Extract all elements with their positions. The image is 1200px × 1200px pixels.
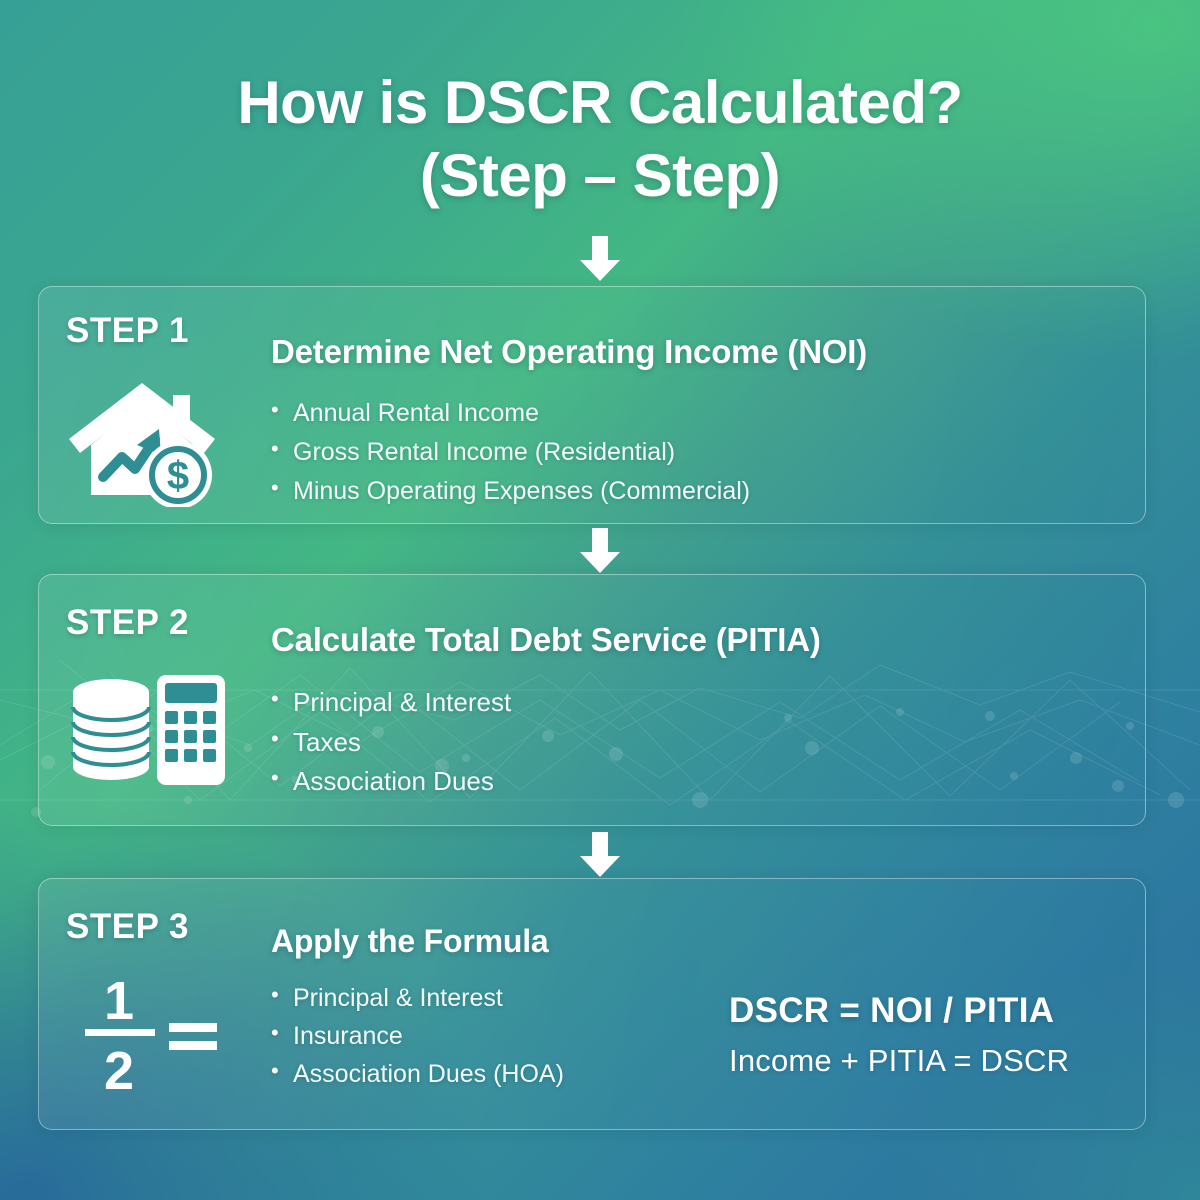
list-item: Insurance (271, 1016, 564, 1055)
step-label-1: STEP 1 (66, 311, 189, 350)
arrow-down-icon-step2-to-step3 (578, 832, 622, 878)
title-line-2: (Step – Step) (419, 142, 781, 210)
list-item: Principal & Interest (271, 682, 511, 723)
fraction-denominator: 2 (104, 1041, 134, 1097)
arrow-down-icon-title-to-step1 (578, 236, 622, 282)
step-heading-1: Determine Net Operating Income (NOI) (271, 333, 868, 370)
step-heading-2: Calculate Total Debt Service (PITIA) (271, 621, 821, 658)
step-heading-3: Apply the Formula (271, 923, 549, 959)
coins-calculator-icon (69, 669, 229, 791)
step-bullets-2: Principal & Interest Taxes Association D… (271, 682, 511, 802)
list-item: Minus Operating Expenses (Commercial) (271, 471, 750, 511)
step-card-3: STEP 3 1 2 Apply the Formula Principal &… (38, 878, 1146, 1130)
step-card-2: STEP 2 (38, 574, 1146, 826)
step-bullets-1: Annual Rental Income Gross Rental Income… (271, 393, 750, 511)
formula-block: DSCR = NOI / PITIA Income + PITIA = DSCR (729, 991, 1129, 1079)
page-title: How is DSCR Calculated? (Step – Step) (0, 66, 1200, 212)
list-item: Association Dues (271, 761, 511, 802)
fraction-equals-icon: 1 2 (81, 971, 221, 1101)
list-item: Principal & Interest (271, 978, 564, 1017)
house-growth-dollar-icon: $ (67, 377, 217, 509)
list-item: Taxes (271, 722, 511, 763)
list-item: Association Dues (HOA) (271, 1054, 564, 1093)
title-line-1: How is DSCR Calculated? (237, 69, 963, 136)
list-item: Annual Rental Income (271, 393, 750, 433)
formula-primary: DSCR = NOI / PITIA (729, 991, 1055, 1030)
step-label-3: STEP 3 (66, 907, 189, 946)
formula-secondary: Income + PITIA = DSCR (729, 1043, 1070, 1078)
fraction-numerator: 1 (104, 971, 134, 1031)
list-item: Gross Rental Income (Residential) (271, 432, 750, 472)
arrow-down-icon-step1-to-step2 (578, 528, 622, 574)
step-label-2: STEP 2 (66, 603, 189, 642)
step-bullets-3: Principal & Interest Insurance Associati… (271, 978, 564, 1093)
svg-text:$: $ (167, 454, 189, 498)
fraction-bar (85, 1029, 155, 1036)
step-card-1: STEP 1 $ Determine Net Operating I (38, 286, 1146, 524)
